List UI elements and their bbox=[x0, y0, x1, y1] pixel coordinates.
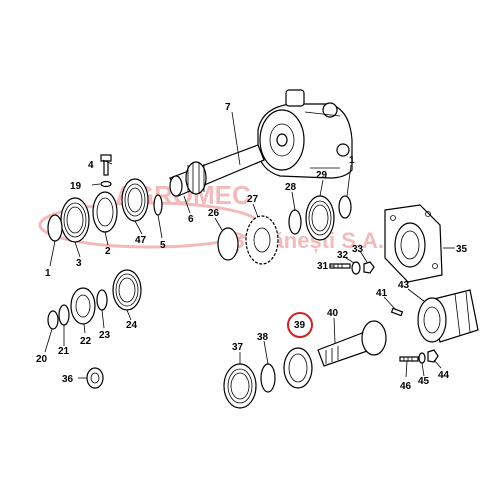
label-36: 36 bbox=[62, 374, 74, 385]
washer-32 bbox=[351, 261, 361, 275]
label-2: 2 bbox=[105, 246, 111, 257]
main-shaft bbox=[169, 144, 265, 197]
label-47: 47 bbox=[135, 235, 147, 246]
label-26: 26 bbox=[208, 208, 220, 219]
label-29: 29 bbox=[316, 170, 328, 181]
seal-36 bbox=[86, 367, 104, 389]
part-labels: 7 4 19 1 3 2 47 5 6 26 27 28 29 1 35 31 … bbox=[36, 102, 468, 392]
label-24: 24 bbox=[126, 320, 138, 331]
label-19: 19 bbox=[70, 181, 82, 192]
bearing-37 bbox=[223, 363, 257, 409]
label-41: 41 bbox=[376, 288, 388, 299]
label-21: 21 bbox=[58, 346, 70, 357]
label-5: 5 bbox=[160, 240, 166, 251]
label-33: 33 bbox=[352, 244, 364, 255]
label-7: 7 bbox=[225, 102, 231, 113]
stud-46 bbox=[399, 356, 419, 362]
label-45: 45 bbox=[418, 376, 430, 387]
label-39: 39 bbox=[294, 320, 306, 331]
housing-cover bbox=[257, 89, 353, 179]
washer-45 bbox=[418, 352, 426, 364]
label-44: 44 bbox=[438, 370, 450, 381]
label-6: 6 bbox=[188, 214, 194, 225]
bearing-47 bbox=[121, 178, 149, 222]
ring-21 bbox=[58, 304, 70, 326]
ring-39 bbox=[283, 347, 313, 389]
label-1-left: 1 bbox=[45, 268, 51, 279]
label-38: 38 bbox=[257, 332, 269, 343]
spacer-26 bbox=[217, 227, 239, 261]
ring-5 bbox=[153, 194, 163, 216]
label-31: 31 bbox=[317, 261, 329, 272]
label-1-right: 1 bbox=[349, 155, 355, 166]
circlip-38 bbox=[260, 363, 276, 393]
nut-33 bbox=[363, 261, 375, 274]
output-shaft-40 bbox=[317, 320, 387, 367]
nut-44 bbox=[427, 349, 439, 363]
label-23: 23 bbox=[99, 330, 111, 341]
bearing-29 bbox=[305, 195, 335, 241]
label-20: 20 bbox=[36, 354, 48, 365]
housing-43 bbox=[417, 289, 479, 343]
label-32: 32 bbox=[337, 250, 349, 261]
bearing-3 bbox=[60, 197, 90, 243]
sleeve-2 bbox=[92, 191, 118, 233]
bolt-4 bbox=[100, 154, 112, 176]
bearing-22 bbox=[70, 287, 96, 325]
label-43: 43 bbox=[398, 280, 410, 291]
seal-ring-1-right bbox=[338, 195, 352, 219]
label-27: 27 bbox=[247, 194, 259, 205]
ring-20 bbox=[47, 310, 59, 330]
label-35: 35 bbox=[456, 244, 468, 255]
label-22: 22 bbox=[80, 336, 92, 347]
washer-19 bbox=[100, 180, 112, 188]
seal-ring-1-left bbox=[47, 214, 63, 242]
ring-28 bbox=[288, 209, 302, 235]
label-28: 28 bbox=[285, 182, 297, 193]
label-4: 4 bbox=[88, 160, 94, 171]
bearing-24 bbox=[112, 269, 142, 311]
label-37: 37 bbox=[232, 342, 244, 353]
label-46: 46 bbox=[400, 381, 412, 392]
label-3: 3 bbox=[76, 258, 82, 269]
pin-41 bbox=[390, 307, 404, 317]
leader-lines bbox=[44, 111, 455, 379]
highlight-circle-39 bbox=[287, 312, 313, 338]
gear-27 bbox=[245, 215, 279, 265]
ring-23 bbox=[96, 289, 108, 311]
label-40: 40 bbox=[327, 308, 339, 319]
flange-housing-35 bbox=[384, 204, 443, 283]
